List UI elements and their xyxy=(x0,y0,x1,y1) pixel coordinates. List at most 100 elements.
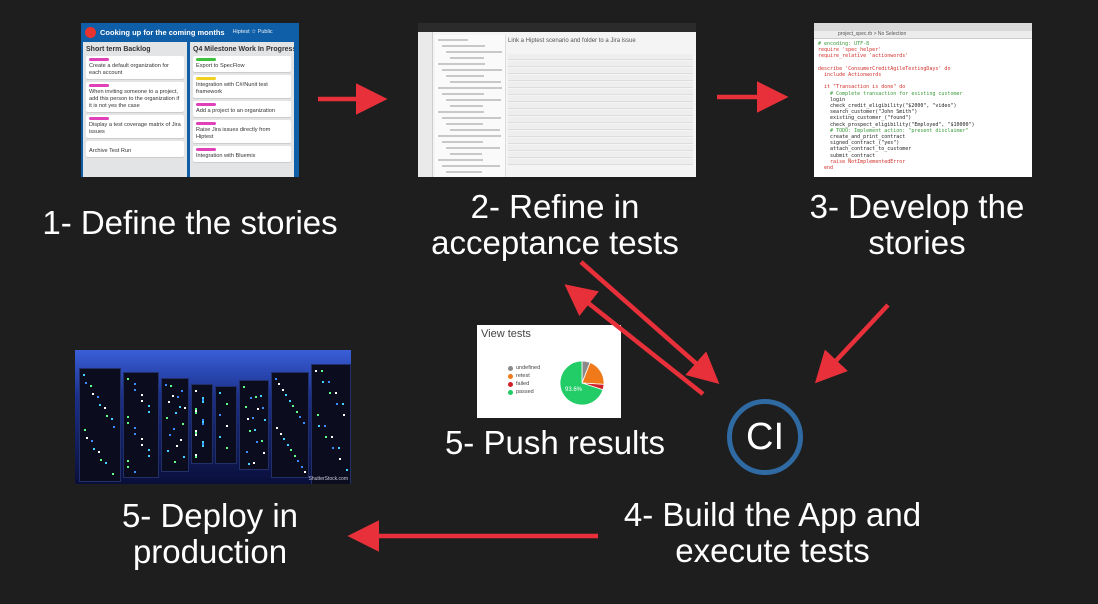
rack-led xyxy=(262,407,264,409)
code-line: # TODO: Implement action: "present discl… xyxy=(818,127,969,134)
board-card: Export to SpecFlow xyxy=(193,56,291,72)
rack-led xyxy=(329,392,331,394)
tree-entry xyxy=(438,87,502,89)
rack-led xyxy=(173,428,175,430)
board-title: Cooking up for the coming months xyxy=(100,27,225,37)
rack-led xyxy=(195,410,197,412)
code-line: search_customer("John Smith") xyxy=(818,109,918,116)
rack-led xyxy=(97,396,99,398)
rack-led xyxy=(111,418,113,420)
rack-led xyxy=(261,440,263,442)
passed-percentage-label: 93.6% xyxy=(565,387,583,393)
step-row xyxy=(508,131,693,137)
rack-led xyxy=(104,407,106,409)
legend-item: failed xyxy=(508,381,529,387)
code-line: check_credit_eligibility("$2000", "video… xyxy=(818,103,957,110)
rack-led xyxy=(226,403,228,405)
rack-led xyxy=(105,462,107,464)
rack-led xyxy=(335,392,337,394)
arrow-code-to-ci xyxy=(814,303,890,384)
rack-led xyxy=(84,429,86,431)
rack-led xyxy=(127,460,129,462)
rack-led xyxy=(342,403,344,405)
code-line: include Actionwords xyxy=(818,72,882,79)
rack-led xyxy=(253,462,255,464)
code-line: # encoding: UTF-8 xyxy=(818,41,870,47)
rack-led xyxy=(245,406,247,408)
rack-led xyxy=(285,394,287,396)
rack-led xyxy=(256,441,258,443)
rack-led xyxy=(322,381,324,383)
rack-led xyxy=(315,370,317,372)
rack-led xyxy=(181,390,183,392)
app-scenario-title: Link a Hiptest scenario and folder to a … xyxy=(508,38,636,44)
rack-led xyxy=(113,426,115,428)
rack-led xyxy=(247,418,249,420)
app-nav-rail xyxy=(418,32,433,177)
legend-item: undefined xyxy=(508,365,540,371)
code-line: require 'spec_helper' xyxy=(818,47,882,54)
tree-entry xyxy=(450,105,483,107)
rack-led xyxy=(134,383,136,385)
rack-led xyxy=(255,396,257,398)
card-text: Integration with C#/Nunit test framework xyxy=(196,81,268,95)
code-line: signed_contract_("yes") xyxy=(818,140,900,147)
rack-led xyxy=(202,399,204,401)
ci-label: CI xyxy=(746,415,784,458)
rack-led xyxy=(325,436,327,438)
rack-led xyxy=(280,433,282,435)
rack-led xyxy=(83,374,85,376)
rack-led xyxy=(324,425,326,427)
step-row xyxy=(508,145,693,151)
tree-entry xyxy=(442,69,502,71)
app-topbar xyxy=(418,23,696,32)
tree-entry xyxy=(446,99,501,101)
card-text: Raise Jira issues directly from Hiptest xyxy=(196,126,271,140)
step-row xyxy=(508,152,693,158)
rack-led xyxy=(257,408,259,410)
step-deploy-caption: 5- Deploy in production xyxy=(121,497,299,571)
rack-led xyxy=(175,412,177,414)
board-card: Archive Test Run xyxy=(86,140,184,157)
step-row xyxy=(508,61,693,67)
step-develop-caption: 3- Develop the stories xyxy=(809,188,1025,262)
rack-led xyxy=(127,378,129,380)
tree-entry xyxy=(442,165,500,167)
tree-entry xyxy=(442,45,485,47)
server-rack xyxy=(191,384,213,464)
tree-entry xyxy=(438,135,501,137)
rack-led xyxy=(290,449,292,451)
hiptest-logo-icon xyxy=(85,26,96,38)
board-card: Raise Jira issues directly from Hiptest xyxy=(193,119,291,143)
step-row xyxy=(508,110,693,116)
rack-led xyxy=(127,422,129,424)
rack-led xyxy=(282,389,284,391)
app-main-panel: Link a Hiptest scenario and folder to a … xyxy=(508,35,693,177)
server-rack xyxy=(161,378,189,472)
card-label-tag xyxy=(89,116,109,120)
card-label-tag xyxy=(89,142,109,146)
tree-entry xyxy=(446,147,500,149)
legend-swatch xyxy=(508,389,513,395)
tree-entry xyxy=(438,39,468,41)
arrow-refine-to-ci xyxy=(579,260,720,384)
legend-item: retest xyxy=(508,373,530,379)
rack-led xyxy=(202,401,204,403)
code-line: submit_contract xyxy=(818,152,876,159)
rack-led xyxy=(299,416,301,418)
rack-led xyxy=(85,382,87,384)
server-rack xyxy=(79,368,121,482)
rack-led xyxy=(179,406,181,408)
step-row xyxy=(508,68,693,74)
rack-led xyxy=(134,433,136,435)
rack-led xyxy=(226,447,228,449)
rack-led xyxy=(278,383,280,385)
rack-led xyxy=(250,397,252,399)
legend-swatch xyxy=(508,365,513,371)
code-line: end xyxy=(818,165,834,172)
step-row xyxy=(508,138,693,144)
card-label-tag xyxy=(89,83,109,87)
step-row xyxy=(508,103,693,109)
rack-led xyxy=(182,423,184,425)
